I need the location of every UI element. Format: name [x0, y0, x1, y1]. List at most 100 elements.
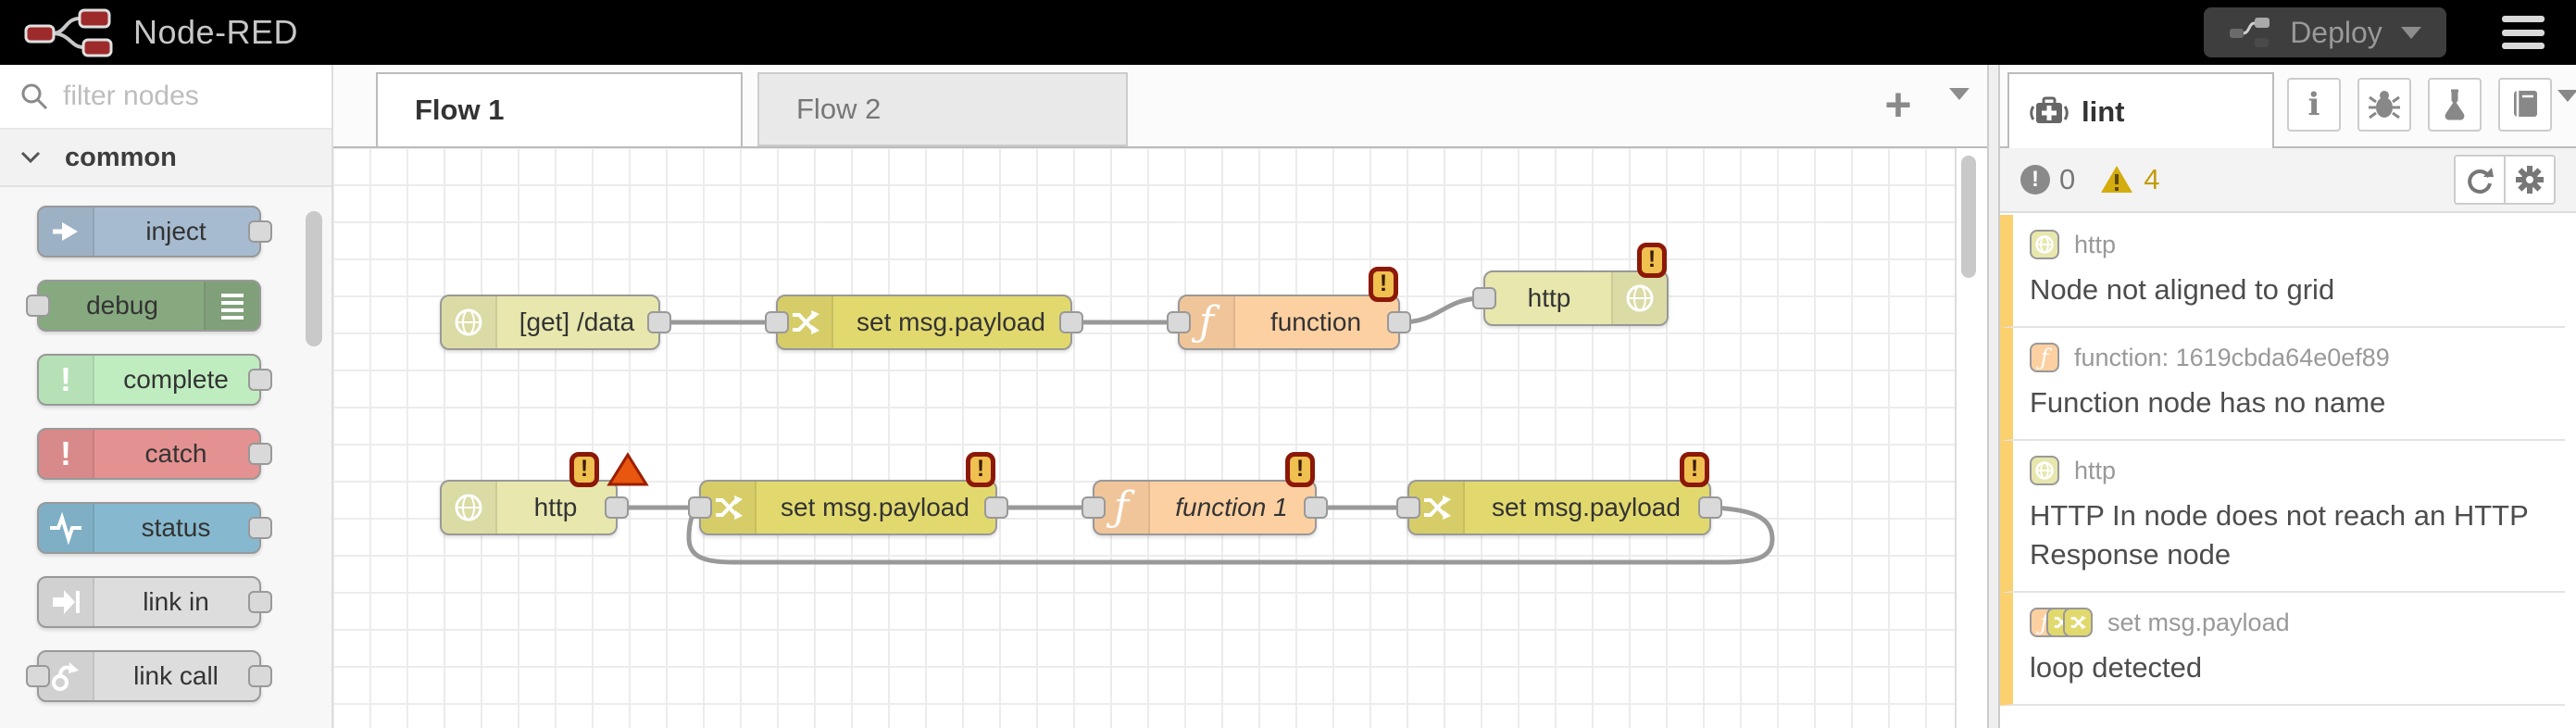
input-port[interactable] [26, 295, 50, 317]
exclamation-icon: ! [39, 356, 94, 404]
lint-issue[interactable]: ƒ function: 1619cbda64e0ef89 Function no… [2000, 328, 2565, 441]
info-icon: i [2307, 86, 2320, 123]
input-port[interactable] [1082, 496, 1106, 519]
bug-icon [2369, 91, 2400, 119]
flow-canvas[interactable]: [get] /data set msg.payload ƒ function !… [333, 148, 1987, 728]
lint-issue[interactable]: ƒ set msg.payload loop detected [2000, 593, 2565, 706]
palette-node-link-in[interactable]: link in [37, 576, 272, 628]
output-port[interactable] [1698, 496, 1722, 519]
palette-node-debug[interactable]: debug [26, 280, 261, 332]
tab-flow-1[interactable]: Flow 1 [376, 72, 743, 146]
palette-node-label: catch [144, 439, 207, 468]
palette-category-label: common [65, 142, 177, 172]
tab-flow-2[interactable]: Flow 2 [757, 72, 1128, 146]
output-port[interactable] [248, 665, 272, 687]
main-menu-button[interactable] [2502, 16, 2545, 49]
sidebar-menu-button[interactable] [2557, 90, 2576, 119]
node-label: http [1527, 283, 1571, 312]
debug-lines-icon [204, 282, 259, 330]
palette-search[interactable] [0, 65, 331, 130]
canvas-grid [333, 148, 1957, 728]
status-pulse-icon [39, 504, 94, 552]
caret-down-icon [2557, 90, 2576, 118]
deploy-nodes-icon [2230, 18, 2270, 47]
palette-node-inject[interactable]: inject [37, 206, 272, 257]
tab-label: Flow 1 [415, 94, 505, 126]
output-port[interactable] [605, 496, 629, 519]
error-count: 0 [2059, 163, 2076, 195]
node-label: set msg.payload [1492, 493, 1681, 521]
output-port[interactable] [248, 517, 272, 539]
canvas-node-http-in-get-data[interactable]: [get] /data [440, 295, 671, 350]
sidebar-test-button[interactable] [2428, 78, 2482, 132]
sidebar: lint i [2000, 65, 2576, 728]
error-triangle-icon [606, 452, 649, 486]
input-port[interactable] [688, 496, 712, 519]
lint-toolbar: ! 0 4 [2000, 148, 2576, 213]
sidebar-info-button[interactable]: i [2287, 78, 2341, 132]
lint-issue[interactable]: http Node not aligned to grid [2000, 215, 2565, 328]
output-port[interactable] [248, 220, 272, 243]
palette-node-label: complete [123, 365, 229, 394]
deploy-label: Deploy [2290, 15, 2382, 49]
refresh-button[interactable] [2456, 157, 2504, 203]
hamburger-menu-icon [2502, 43, 2545, 49]
issue-node-label: http [2074, 456, 2117, 484]
warning-badge: ! [966, 452, 995, 487]
output-port[interactable] [248, 369, 272, 391]
node-label: [get] /data [519, 308, 635, 336]
canvas-scrollbar[interactable] [1961, 156, 1976, 278]
deploy-caret-icon[interactable] [2400, 26, 2421, 39]
settings-button[interactable] [2504, 157, 2554, 203]
input-port[interactable] [1167, 311, 1191, 333]
palette-node-catch[interactable]: ! catch [37, 428, 272, 480]
sidebar-debug-button[interactable] [2357, 78, 2411, 132]
canvas-node-http-in-2[interactable]: http ! [440, 452, 649, 535]
input-port[interactable] [1396, 496, 1420, 519]
palette-category-common[interactable]: common [0, 130, 331, 187]
lint-issue[interactable]: http HTTP In node does not reach an HTTP… [2000, 441, 2565, 593]
flask-icon [2445, 89, 2465, 120]
canvas-node-http-response[interactable]: http ! [1472, 243, 1669, 326]
lint-actions [2454, 155, 2556, 205]
palette-node-link-call[interactable]: link call [26, 650, 272, 702]
output-port[interactable] [984, 496, 1008, 519]
hamburger-menu-icon [2502, 16, 2545, 22]
sidebar-help-button[interactable] [2498, 78, 2552, 132]
input-port[interactable] [1472, 287, 1496, 309]
workspace-tabbar: Flow 1 Flow 2 + [333, 65, 1987, 148]
output-port[interactable] [1304, 496, 1328, 519]
book-icon [2514, 91, 2537, 117]
gear-icon [2516, 166, 2544, 194]
canvas-node-function-1[interactable]: ƒ function 1 ! [1082, 452, 1328, 535]
globe-icon [442, 296, 497, 348]
add-flow-button[interactable]: + [1870, 74, 1926, 135]
sidebar-tab-lint[interactable]: lint [2007, 72, 2274, 150]
canvas-node-change-1[interactable]: set msg.payload [765, 295, 1083, 350]
canvas-node-function[interactable]: ƒ function ! [1167, 267, 1411, 350]
output-port[interactable] [248, 443, 272, 465]
canvas-node-change-3[interactable]: set msg.payload ! [1396, 452, 1722, 535]
medkit-icon [2030, 96, 2069, 123]
search-icon [21, 83, 48, 110]
output-port[interactable] [1387, 311, 1411, 333]
search-input[interactable] [61, 80, 296, 113]
palette-node-complete[interactable]: ! complete [37, 354, 272, 406]
palette-scrollbar[interactable] [306, 211, 322, 346]
flow-list-button[interactable] [1949, 88, 1970, 117]
error-circle-icon: ! [2020, 165, 2050, 195]
node-label: function [1269, 308, 1362, 336]
change-node-chip [2063, 608, 2093, 637]
palette-node-status[interactable]: status [37, 502, 272, 554]
function-node-chip: ƒ [2030, 343, 2059, 372]
input-port[interactable] [765, 311, 789, 333]
sidebar-splitter[interactable] [1987, 65, 2000, 728]
output-port[interactable] [248, 591, 272, 613]
input-port[interactable] [26, 665, 50, 687]
output-port[interactable] [647, 311, 671, 333]
canvas-node-change-2[interactable]: set msg.payload ! [688, 452, 1008, 535]
output-port[interactable] [1059, 311, 1083, 333]
issue-node-label: http [2074, 230, 2117, 258]
warning-badge: ! [1637, 243, 1667, 278]
deploy-button[interactable]: Deploy [2204, 7, 2446, 57]
